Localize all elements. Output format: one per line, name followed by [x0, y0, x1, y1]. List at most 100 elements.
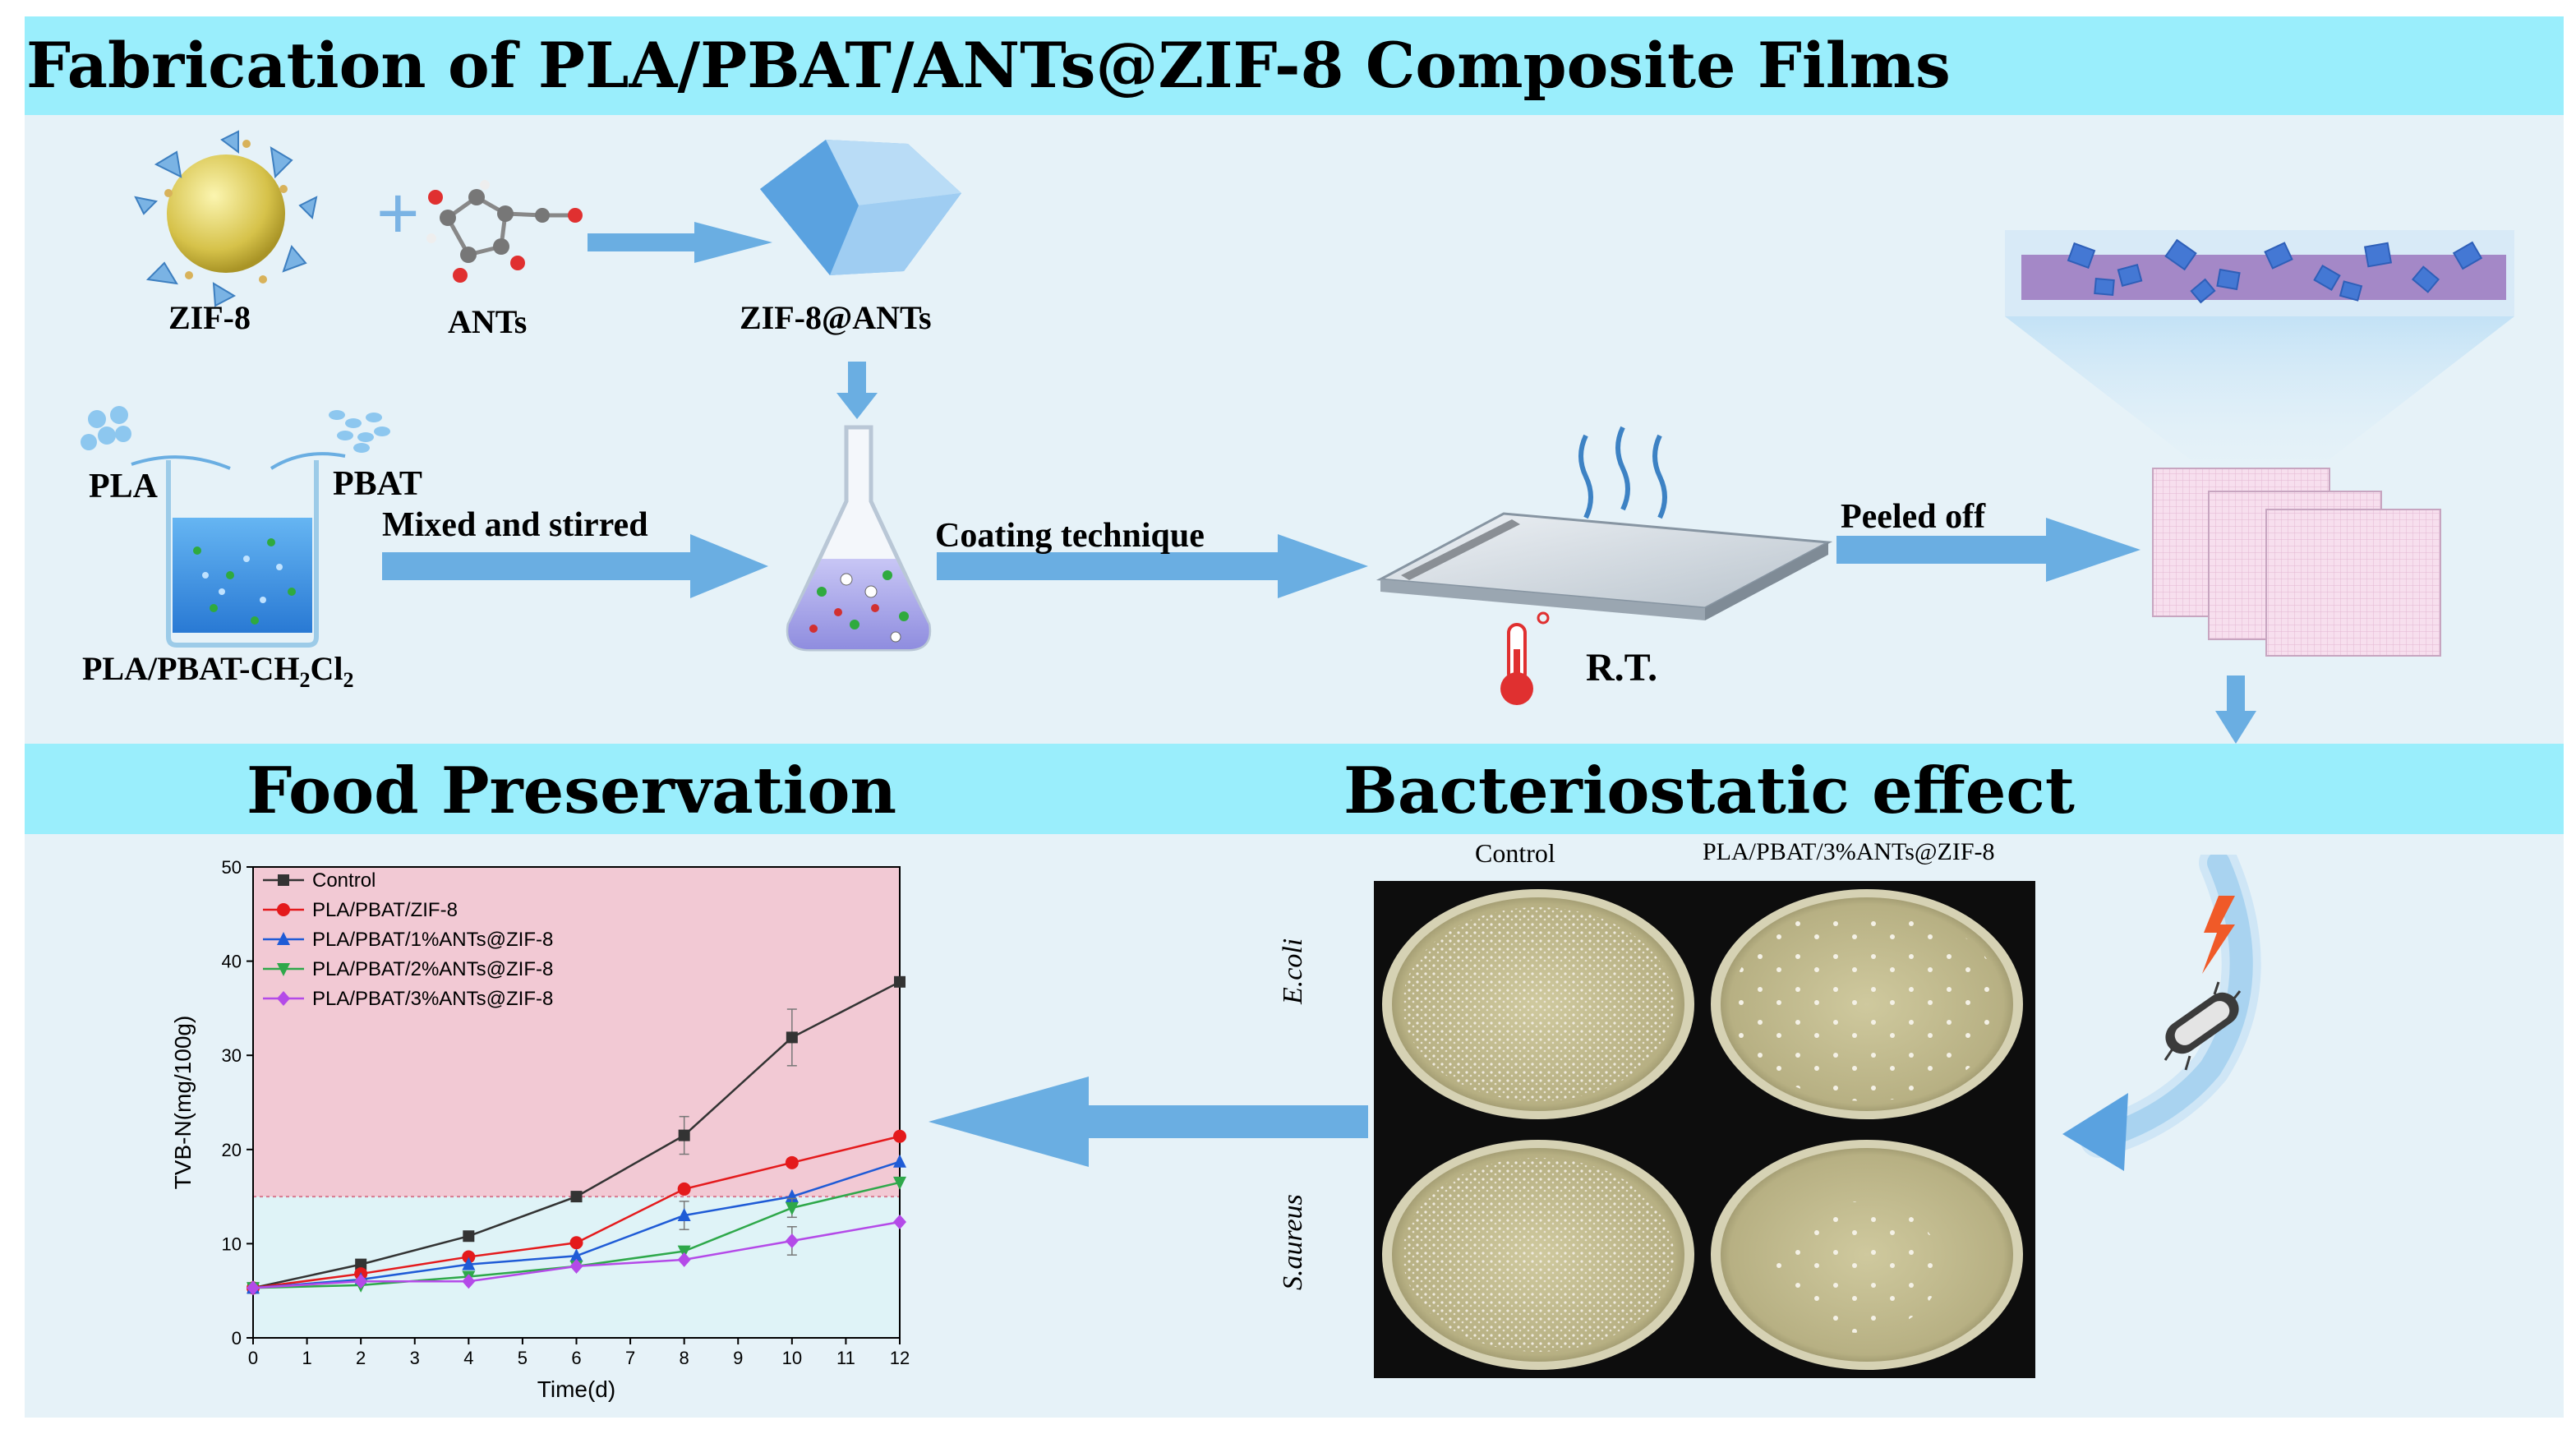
- data-point: [570, 1191, 583, 1203]
- x-tick-label: 3: [410, 1348, 420, 1368]
- bacterium-icon: [2164, 981, 2242, 1071]
- y-tick-label: 40: [222, 952, 242, 972]
- legend-marker: [277, 903, 290, 916]
- treated-column-label: PLA/PBAT/3%ANTs@ZIF-8: [1703, 838, 1995, 865]
- saureus-row-label: S.aureus: [1278, 1194, 1308, 1290]
- arrow-icon: [937, 534, 1368, 598]
- x-tick-label: 6: [571, 1348, 581, 1368]
- bacteriostatic-title: Bacteriostatic effect: [1343, 754, 2075, 828]
- data-point: [569, 1258, 583, 1274]
- y-tick-label: 50: [222, 857, 242, 878]
- mid-banner: [25, 744, 2564, 834]
- data-point: [462, 1274, 476, 1289]
- data-point: [785, 1155, 799, 1169]
- lightning-icon: [2202, 896, 2235, 974]
- data-point: [462, 1250, 476, 1264]
- peeled-off-label: Peeled off: [1841, 498, 1986, 536]
- data-point: [677, 1182, 691, 1196]
- y-tick-label: 0: [232, 1328, 242, 1349]
- data-point: [462, 1256, 476, 1270]
- data-point: [677, 1245, 691, 1259]
- x-tick-label: 10: [782, 1348, 802, 1368]
- arrow-icon: [588, 222, 772, 263]
- bacterium-attack-illustration: [2062, 855, 2261, 1171]
- x-tick-label: 8: [680, 1348, 689, 1368]
- x-tick-label: 4: [463, 1348, 473, 1368]
- data-point: [678, 1129, 690, 1141]
- data-point: [893, 1215, 906, 1230]
- page-title: Fabrication of PLA/PBAT/ANTs@ZIF-8 Compo…: [26, 29, 1951, 102]
- film-cross-section-icon: [2005, 230, 2514, 485]
- mixed-stirred-label: Mixed and stirred: [382, 506, 648, 544]
- zif8-ants-crystal-icon: [760, 140, 961, 275]
- plate-saureus-control: [1382, 1140, 1694, 1370]
- legend-label: PLA/PBAT/2%ANTs@ZIF-8: [312, 958, 553, 980]
- solution-sub1: 2: [299, 668, 311, 692]
- plate-saureus-treated: [1711, 1140, 2023, 1370]
- zif8-ants-label: ZIF-8@ANTs: [740, 299, 932, 336]
- room-temperature-label: R.T.: [1586, 646, 1658, 689]
- data-point: [569, 1248, 583, 1262]
- arrow-icon: [1836, 518, 2141, 582]
- data-point: [894, 975, 906, 988]
- data-point: [247, 1280, 260, 1296]
- plus-sign: +: [376, 173, 420, 255]
- y-tick-label: 10: [222, 1233, 242, 1254]
- legend-label: PLA/PBAT/1%ANTs@ZIF-8: [312, 929, 553, 951]
- x-tick-label: 12: [890, 1348, 910, 1368]
- top-banner: [25, 16, 2564, 115]
- x-tick-label: 2: [356, 1348, 366, 1368]
- bacteria-plates-photo: [1374, 881, 2035, 1378]
- data-point: [355, 1258, 367, 1270]
- fabrication-illustration: +: [81, 130, 2514, 744]
- data-point: [354, 1274, 368, 1289]
- data-point: [677, 1208, 691, 1222]
- y-tick-label: 30: [222, 1045, 242, 1066]
- x-tick-label: 11: [836, 1348, 855, 1368]
- legend-marker: [277, 991, 290, 1006]
- y-tick-label: 20: [222, 1140, 242, 1160]
- composite-films-icon: [2152, 468, 2441, 657]
- data-point: [677, 1252, 691, 1267]
- data-point: [893, 1154, 906, 1168]
- y-axis-label: TVB-N(mg/100g): [170, 1016, 196, 1190]
- plate-ecoli-treated: [1711, 889, 2023, 1119]
- pbat-label: PBAT: [333, 465, 422, 503]
- arrow-icon: [382, 534, 768, 598]
- data-point: [785, 1233, 799, 1248]
- arrow-icon: [836, 362, 878, 419]
- beaker-icon: [81, 406, 390, 648]
- ants-label: ANTs: [448, 303, 528, 340]
- x-axis-label: Time(d): [537, 1376, 615, 1402]
- thermometer-icon: [1500, 611, 1550, 705]
- flask-icon: [786, 425, 932, 652]
- food-preservation-title: Food Preservation: [247, 754, 897, 828]
- data-point: [463, 1230, 475, 1243]
- data-point: [893, 1129, 906, 1143]
- arrow-icon: [929, 1077, 1368, 1167]
- data-point: [893, 1176, 906, 1190]
- solution-label-mid: Cl: [310, 650, 343, 687]
- solution-label-main: PLA/PBAT-CH: [82, 650, 300, 687]
- x-tick-label: 0: [248, 1348, 258, 1368]
- heat-waves-icon: [1578, 426, 1667, 519]
- legend-marker: [277, 932, 290, 945]
- legend-label: PLA/PBAT/3%ANTs@ZIF-8: [312, 988, 553, 1010]
- legend-label: Control: [312, 869, 376, 892]
- legend-marker: [278, 874, 289, 886]
- data-point: [786, 1031, 798, 1044]
- coating-technique-label: Coating technique: [935, 517, 1205, 555]
- ants-molecule-icon: [426, 180, 583, 283]
- legend-label: PLA/PBAT/ZIF-8: [312, 899, 458, 921]
- ecoli-row-label: E.coli: [1278, 938, 1308, 1004]
- x-tick-label: 9: [733, 1348, 743, 1368]
- x-tick-label: 5: [518, 1348, 528, 1368]
- legend-marker: [277, 963, 290, 976]
- pla-label: PLA: [89, 468, 158, 505]
- zif8-structure-icon: [134, 130, 318, 307]
- plate-ecoli-control: [1382, 889, 1694, 1119]
- solution-label: PLA/PBAT-CH2Cl2: [82, 649, 353, 693]
- data-point: [569, 1236, 583, 1250]
- zif8-label: ZIF-8: [168, 299, 251, 336]
- x-tick-label: 1: [302, 1348, 311, 1368]
